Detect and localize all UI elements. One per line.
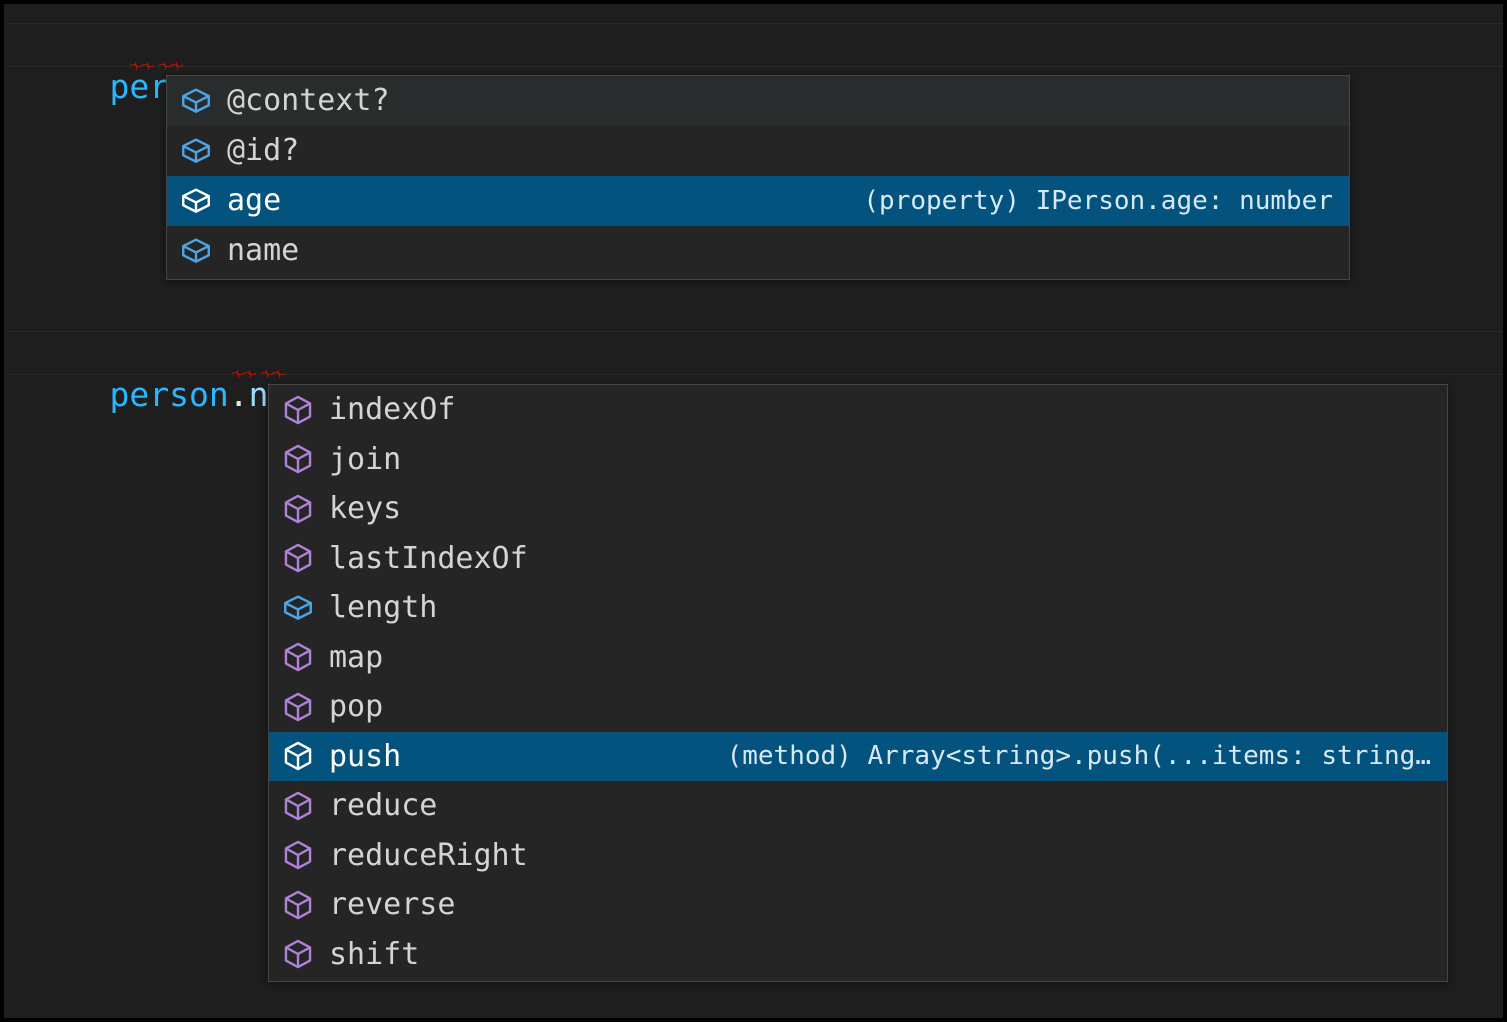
method-cube-icon xyxy=(281,690,315,724)
suggest-item-label: map xyxy=(329,633,383,683)
token-punctuation: . xyxy=(229,375,249,414)
token-variable: person xyxy=(109,375,228,414)
method-cube-icon xyxy=(281,937,315,971)
suggest-widget-person-members[interactable]: @context? @id? age xyxy=(166,75,1350,280)
suggest-item-age[interactable]: age (property) IPerson.age: number xyxy=(167,176,1349,226)
suggest-item-reduceright[interactable]: reduceRight xyxy=(269,831,1447,881)
suggest-item-id[interactable]: @id? xyxy=(167,126,1349,176)
suggest-item-join[interactable]: join xyxy=(269,435,1447,485)
suggest-item-label: lastIndexOf xyxy=(329,534,528,584)
method-cube-icon xyxy=(281,442,315,476)
property-cube-icon xyxy=(179,234,213,268)
error-squiggle xyxy=(261,370,285,378)
suggest-item-name[interactable]: name xyxy=(167,226,1349,276)
error-squiggle xyxy=(232,370,256,378)
suggest-item-label: reduceRight xyxy=(329,831,528,881)
suggest-item-label: keys xyxy=(329,484,401,534)
property-cube-icon xyxy=(179,134,213,168)
suggest-item-label: @context? xyxy=(227,76,390,126)
code-line-2[interactable]: person.name.; xyxy=(8,331,1507,375)
suggest-item-keys[interactable]: keys xyxy=(269,484,1447,534)
property-cube-icon xyxy=(281,591,315,625)
suggest-item-label: age xyxy=(227,176,281,226)
suggest-item-label: shift xyxy=(329,930,419,980)
suggest-item-label: join xyxy=(329,435,401,485)
method-cube-icon xyxy=(281,838,315,872)
suggest-item-label: reduce xyxy=(329,781,437,831)
error-squiggle xyxy=(130,62,154,70)
suggest-item-reverse[interactable]: reverse xyxy=(269,880,1447,930)
suggest-item-label: reverse xyxy=(329,880,455,930)
property-cube-icon xyxy=(179,184,213,218)
suggest-item-lastindexof[interactable]: lastIndexOf xyxy=(269,534,1447,584)
suggest-item-label: name xyxy=(227,226,299,276)
method-cube-icon xyxy=(281,640,315,674)
suggest-item-pop[interactable]: pop xyxy=(269,682,1447,732)
suggest-item-shift[interactable]: shift xyxy=(269,930,1447,980)
suggest-item-label: indexOf xyxy=(329,385,455,435)
code-line-1[interactable]: person.; xyxy=(8,23,1507,67)
suggest-item-label: pop xyxy=(329,682,383,732)
method-cube-icon xyxy=(281,888,315,922)
suggest-item-map[interactable]: map xyxy=(269,633,1447,683)
suggest-widget-name-members[interactable]: indexOf join keys xyxy=(268,384,1448,982)
suggest-item-context[interactable]: @context? xyxy=(167,76,1349,126)
suggest-item-label: length xyxy=(329,583,437,633)
suggest-item-length[interactable]: length xyxy=(269,583,1447,633)
property-cube-icon xyxy=(179,84,213,118)
suggest-item-detail: (method) Array<string>.push(...items: st… xyxy=(401,732,1447,782)
method-cube-icon xyxy=(281,492,315,526)
error-squiggle xyxy=(159,62,183,70)
suggest-item-label: @id? xyxy=(227,126,299,176)
suggest-item-detail: (property) IPerson.age: number xyxy=(281,176,1349,226)
method-cube-icon xyxy=(281,739,315,773)
method-cube-icon xyxy=(281,393,315,427)
suggest-item-push[interactable]: push (method) Array<string>.push(...item… xyxy=(269,732,1447,782)
method-cube-icon xyxy=(281,541,315,575)
suggest-item-reduce[interactable]: reduce xyxy=(269,781,1447,831)
method-cube-icon xyxy=(281,789,315,823)
suggest-item-label: push xyxy=(329,732,401,782)
suggest-item-indexof[interactable]: indexOf xyxy=(269,385,1447,435)
